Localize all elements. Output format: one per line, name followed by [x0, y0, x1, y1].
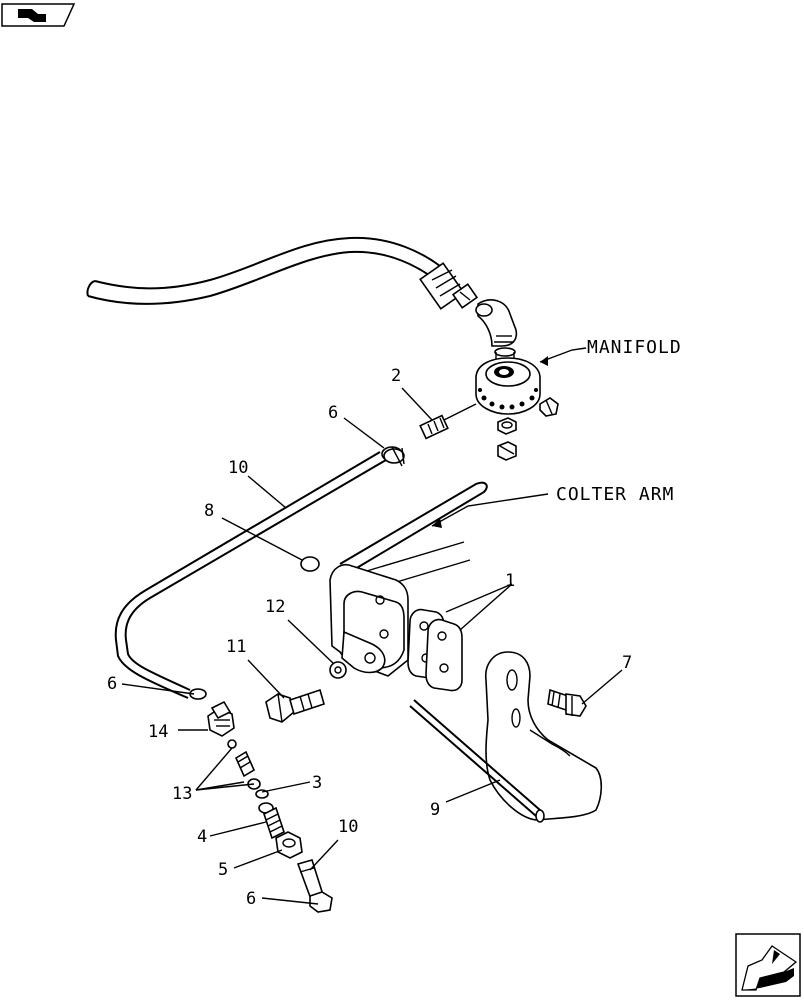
nut-12: [329, 661, 347, 679]
nut-6-top: [381, 446, 405, 467]
fitting-14: [207, 700, 235, 737]
plates-1: [407, 608, 463, 692]
shank-9: [409, 651, 603, 823]
parts-book-icon[interactable]: [1, 3, 76, 27]
washer-3: [255, 789, 274, 814]
callout-2: 2: [391, 366, 401, 386]
callout-5: 5: [218, 860, 228, 880]
manifold-label: MANIFOLD: [587, 337, 682, 358]
colter-arm: [329, 481, 488, 677]
supply-hose: [86, 236, 441, 305]
elbow-fitting: [475, 299, 518, 347]
callout-6-top: 6: [328, 403, 338, 423]
callout-8: 8: [204, 501, 214, 521]
cap-5: [275, 831, 303, 859]
callout-10-top: 10: [228, 458, 248, 478]
callout-10-bottom: 10: [338, 817, 358, 837]
callout-13: 13: [172, 784, 192, 804]
callout-14: 14: [148, 722, 168, 742]
next-page-arrow-icon[interactable]: [735, 933, 801, 997]
fitting-2: [419, 414, 449, 440]
hose-fitting: [419, 262, 479, 310]
leader-lines: [121, 347, 623, 905]
nozzle-parts-13: [227, 739, 261, 790]
callout-12: 12: [265, 597, 285, 617]
callout-6-mid: 6: [107, 674, 117, 694]
callout-1: 1: [505, 571, 515, 591]
callout-11: 11: [226, 637, 246, 657]
callout-6-bottom: 6: [246, 889, 256, 909]
callout-3: 3: [312, 773, 322, 793]
callout-4: 4: [197, 827, 207, 847]
callout-9: 9: [430, 800, 440, 820]
bolt-7: [547, 688, 587, 717]
nut-8: [300, 556, 320, 572]
callout-7: 7: [622, 653, 632, 673]
nut-6-bottom: [309, 891, 333, 913]
strainer-4: [263, 806, 285, 840]
tube-to-manifold: [443, 403, 477, 421]
bolt-11: [265, 688, 325, 723]
tube-10: [114, 451, 387, 700]
manifold: [475, 347, 559, 461]
colter-arm-label: COLTER ARM: [556, 484, 674, 505]
